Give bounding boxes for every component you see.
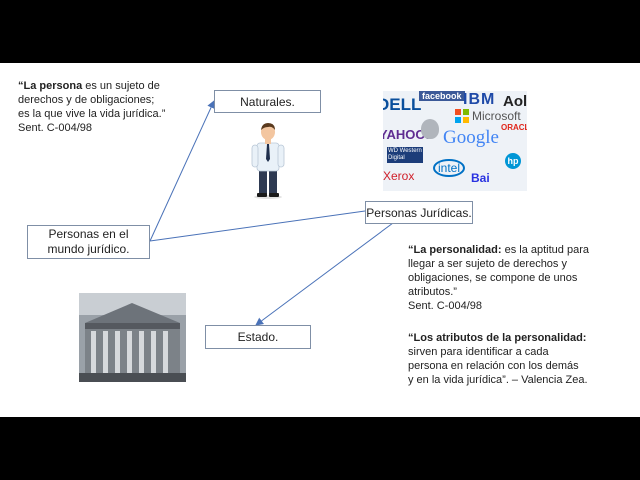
- quote-personalidad-line3: obligaciones, se compone de unos: [408, 272, 578, 284]
- quote-persona: “La persona es un sujeto de derechos y d…: [18, 79, 198, 135]
- logo-baidu: Bai: [471, 171, 490, 185]
- logo-aol: Aol: [503, 93, 527, 110]
- quote-personalidad: “La personalidad: es la aptitud para lle…: [408, 243, 608, 313]
- logo-yahoo: YAHOO!: [383, 127, 430, 142]
- node-estado: Estado.: [205, 325, 311, 349]
- node-naturales-label: Naturales.: [240, 94, 295, 109]
- quote-persona-line2: derechos y de obligaciones;: [18, 94, 155, 106]
- logo-intel: intel: [433, 159, 466, 177]
- line-to-juridicas: [149, 210, 366, 242]
- arrow-to-naturales: [149, 100, 215, 242]
- logo-google: Google: [443, 127, 499, 148]
- connector-lines: [149, 100, 394, 326]
- quote-atributos-line3: persona en relación con los demás: [408, 360, 579, 372]
- logo-oracle: ORACLE: [501, 123, 527, 132]
- logo-facebook: facebook: [419, 91, 465, 101]
- node-personas-line1: Personas en el: [48, 227, 129, 241]
- node-personas: Personas en el mundo jurídico.: [27, 225, 150, 259]
- quote-atributos-line4: y en la vida jurídica”. – Valencia Zea.: [408, 374, 588, 386]
- logo-microsoft: Microsoft: [472, 109, 521, 123]
- node-estado-label: Estado.: [237, 330, 279, 344]
- quote-personalidad-line1: es la aptitud para: [501, 244, 589, 256]
- logo-hp: hp: [505, 153, 521, 169]
- quote-persona-line3: es la que vive la vida jurídica.”: [18, 108, 166, 120]
- quote-personalidad-line4: atributos.”: [408, 286, 457, 298]
- logo-xerox: Xerox: [383, 169, 415, 183]
- quote-personalidad-line2: llegar a ser sujeto de derechos y: [408, 258, 567, 270]
- node-juridicas-label: Personas Jurídicas.: [366, 205, 472, 220]
- quote-persona-source: Sent. C-004/98: [18, 122, 92, 134]
- quote-atributos: “Los atributos de la personalidad: sirve…: [408, 331, 628, 387]
- quote-atributos-bold: “Los atributos de la personalidad:: [408, 332, 587, 344]
- logo-western-digital: WD Western Digital: [387, 147, 423, 163]
- person-illustration: [251, 123, 285, 199]
- quote-atributos-line2: sirven para identificar a cada: [408, 346, 549, 358]
- arrow-to-estado: [255, 222, 394, 326]
- apple-icon: [421, 119, 439, 139]
- government-building-photo: [79, 293, 186, 382]
- slide: “La persona es un sujeto de derechos y d…: [0, 63, 640, 417]
- microsoft-squares-icon: [455, 109, 469, 123]
- node-personas-line2: mundo jurídico.: [47, 242, 130, 256]
- company-logos-collage: DELL facebook IBM Aol Microsoft ORACLE Y…: [383, 91, 527, 191]
- node-naturales: Naturales.: [214, 90, 321, 113]
- quote-persona-line1: es un sujeto de: [82, 80, 160, 92]
- quote-persona-bold: “La persona: [18, 80, 83, 92]
- node-juridicas: Personas Jurídicas.: [365, 201, 473, 224]
- logo-dell: DELL: [383, 95, 422, 114]
- logo-ibm: IBM: [463, 91, 496, 108]
- quote-personalidad-source: Sent. C-004/98: [408, 300, 482, 312]
- quote-personalidad-bold: “La personalidad:: [408, 244, 502, 256]
